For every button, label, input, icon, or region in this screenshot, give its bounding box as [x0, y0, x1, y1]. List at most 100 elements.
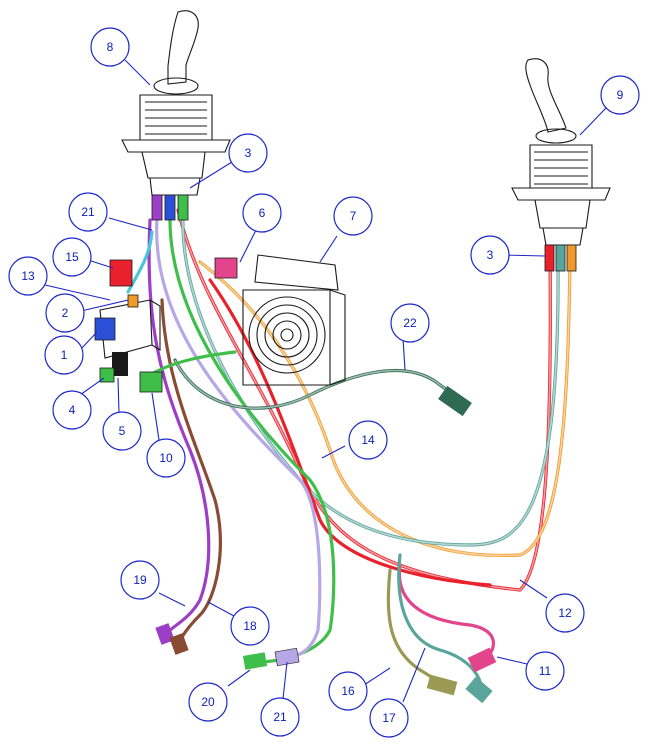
fitting-orange-2	[127, 294, 139, 308]
callout-number: 18	[243, 619, 257, 633]
callout-number: 13	[21, 269, 35, 283]
callout-21b: 21	[260, 697, 300, 737]
callout-number: 5	[119, 424, 126, 438]
fitting-blue-1	[94, 317, 116, 341]
callout-circle	[525, 651, 565, 691]
callout-3a: 3	[228, 133, 268, 173]
hose-brown	[160, 298, 222, 647]
callout-8: 8	[90, 27, 130, 67]
fitting-teal-right	[555, 244, 566, 272]
callout-circle	[228, 133, 268, 173]
callout-number: 10	[159, 451, 173, 465]
callout-3b: 3	[470, 235, 510, 275]
hose-pink	[397, 563, 496, 664]
fitting-olive-16	[426, 674, 458, 696]
callout-17: 17	[369, 698, 409, 738]
callout-circle	[44, 335, 84, 375]
leader-lines	[44, 59, 607, 703]
callout-12: 12	[545, 593, 585, 633]
callout-number: 21	[81, 205, 95, 219]
callout-circle	[230, 606, 270, 646]
callout-5: 5	[102, 411, 142, 451]
callout-10: 10	[146, 438, 186, 478]
callout-circle	[90, 27, 130, 67]
callout-number: 2	[62, 306, 69, 320]
callout-14: 14	[348, 420, 388, 460]
callout-7: 7	[333, 196, 373, 236]
fitting-green-10	[139, 371, 163, 393]
callout-number: 22	[403, 316, 417, 330]
callout-number: 8	[107, 40, 114, 54]
callout-13: 13	[8, 256, 48, 296]
hose-green	[168, 213, 336, 664]
callout-number: 11	[539, 664, 552, 678]
callout-number: 12	[558, 606, 572, 620]
callout-4: 4	[52, 390, 92, 430]
callout-number: 3	[487, 248, 494, 262]
fitting-pink-cooler	[214, 257, 238, 279]
fitting-pink-11	[467, 647, 497, 673]
fitting-purple-top	[151, 194, 163, 221]
fitting-blue-top	[164, 194, 176, 221]
hose-green-short	[148, 350, 237, 377]
callout-number: 20	[201, 695, 215, 709]
callout-number: 21	[273, 710, 287, 724]
fitting-red-right	[544, 244, 555, 272]
callout-number: 17	[382, 711, 396, 725]
callout-circle	[600, 75, 640, 115]
callout-2: 2	[45, 293, 85, 333]
callout-circle	[52, 237, 92, 277]
fitting-green-20	[242, 652, 268, 670]
callout-circle	[52, 390, 92, 430]
fitting-green-top	[177, 194, 189, 221]
callout-circle	[102, 411, 142, 451]
fitting-teal-17	[465, 676, 493, 704]
callout-circle	[545, 593, 585, 633]
fitting-purple-19	[155, 623, 175, 645]
callout-18: 18	[230, 606, 270, 646]
callout-number: 14	[361, 433, 375, 447]
callout-circle	[45, 293, 85, 333]
callout-circle	[333, 196, 373, 236]
callout-16: 16	[328, 671, 368, 711]
callout-number: 9	[617, 88, 624, 102]
right-joystick	[511, 58, 611, 272]
callout-circle	[390, 303, 430, 343]
callout-circle	[120, 560, 160, 600]
callout-circle	[8, 256, 48, 296]
callout-number: 7	[350, 209, 357, 223]
callout-6: 6	[242, 193, 282, 233]
callout-19: 19	[120, 560, 160, 600]
callout-number: 1	[61, 348, 68, 362]
fitting-orange-right	[566, 244, 577, 272]
callout-15: 15	[52, 237, 92, 277]
callout-number: 19	[133, 573, 147, 587]
callout-9: 9	[600, 75, 640, 115]
fitting-dark-green-22	[438, 385, 472, 417]
callout-22: 22	[390, 303, 430, 343]
callout-circle	[146, 438, 186, 478]
callout-circle	[260, 697, 300, 737]
callout-number: 16	[341, 684, 355, 698]
hose-olive	[386, 568, 450, 690]
callout-21a: 21	[68, 192, 108, 232]
callout-number: 15	[65, 250, 79, 264]
fitting-lavender-21	[274, 647, 300, 667]
callout-circle	[328, 671, 368, 711]
callout-circle	[348, 420, 388, 460]
callout-11: 11	[525, 651, 565, 691]
fitting-brown-18	[169, 633, 189, 655]
callout-circle	[369, 698, 409, 738]
callout-circle	[68, 192, 108, 232]
hose-red-2	[208, 278, 492, 587]
left-joystick	[121, 10, 231, 221]
callout-number: 4	[69, 403, 76, 417]
callout-20: 20	[188, 682, 228, 722]
callout-1: 1	[44, 335, 84, 375]
hose-lavender	[155, 216, 322, 660]
fitting-red-15	[109, 259, 133, 287]
fitting-black-5	[112, 352, 128, 376]
